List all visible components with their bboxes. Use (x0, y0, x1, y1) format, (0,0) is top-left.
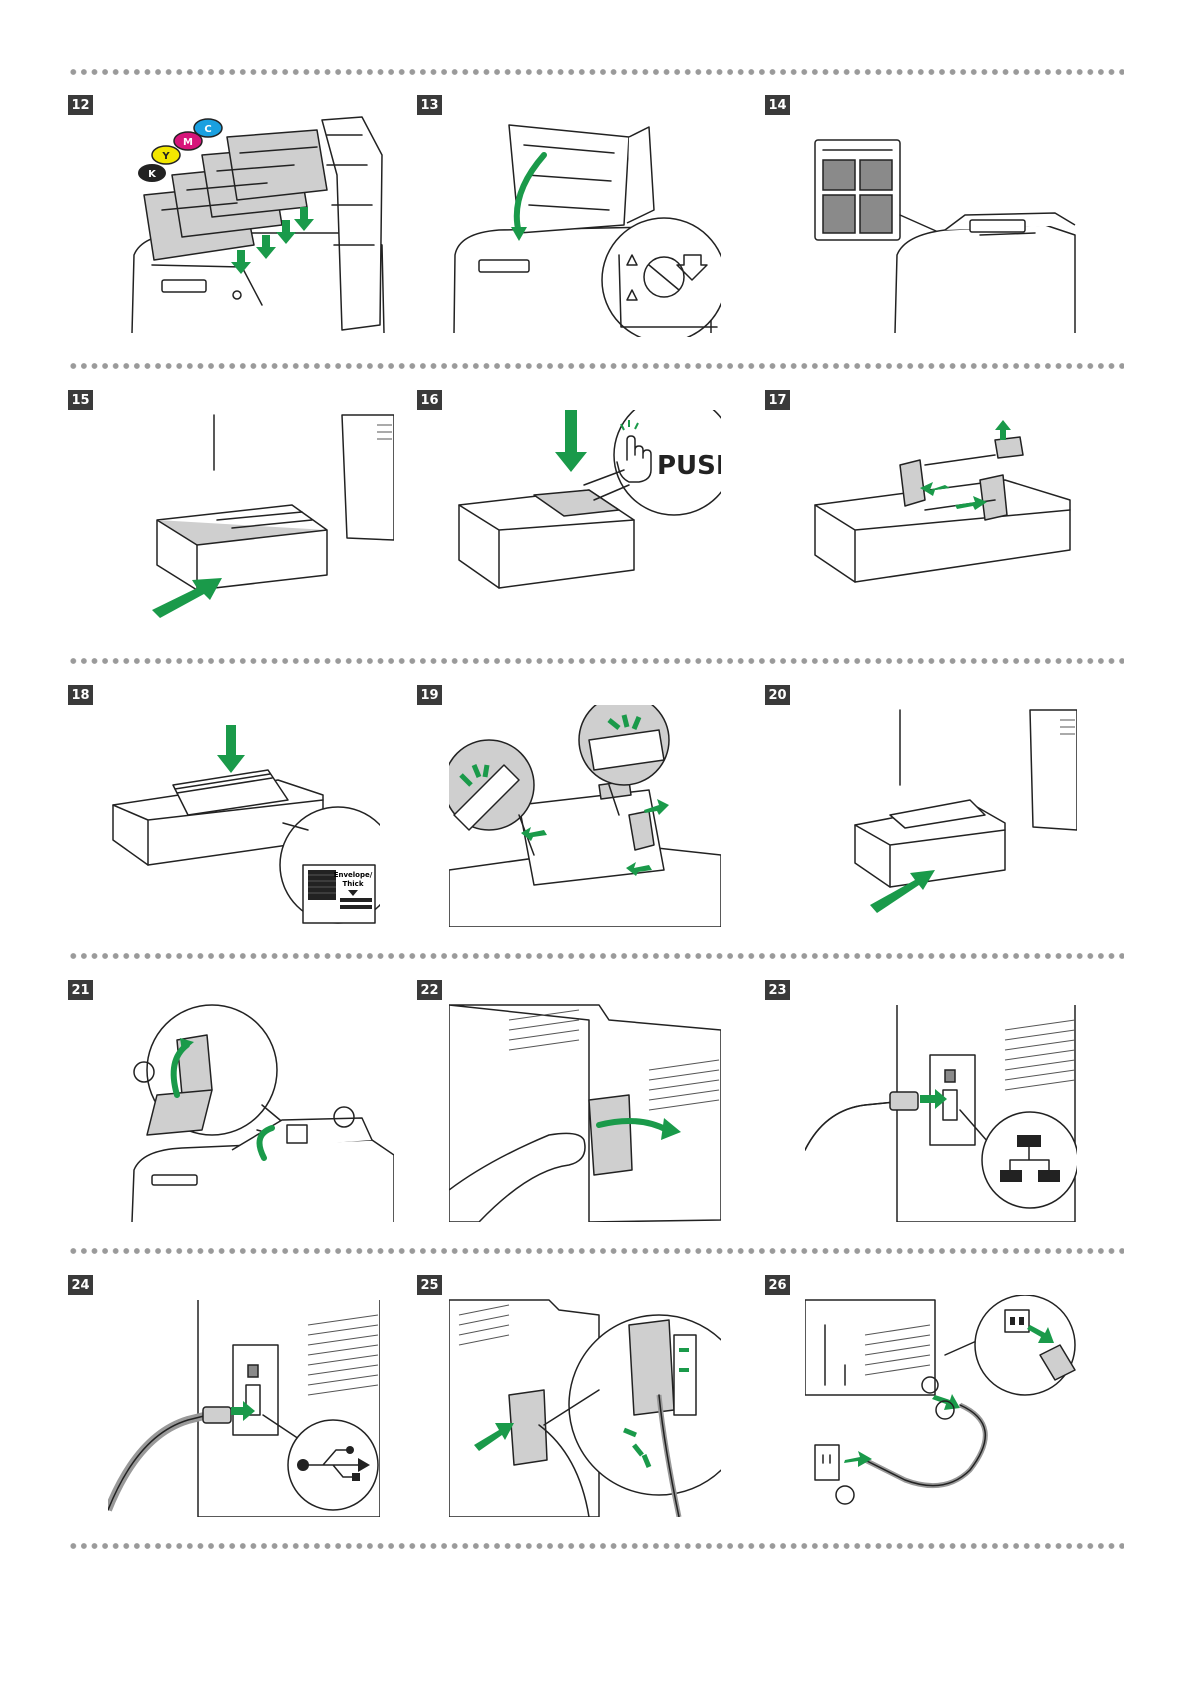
step-number: 21 (68, 980, 93, 1000)
illustration-network-cable (805, 1000, 1077, 1222)
toner-label-m: M (183, 137, 193, 148)
step-number: 23 (765, 980, 790, 1000)
dotted-separator (68, 69, 1124, 75)
step-number: 16 (417, 390, 442, 410)
tray-label-thick: Thick (343, 880, 364, 888)
step-number: 18 (68, 685, 93, 705)
illustration-push-plate: PUSH (449, 410, 721, 632)
dotted-separator (68, 953, 1124, 959)
step-number: 15 (68, 390, 93, 410)
illustration-close-cover (449, 115, 721, 337)
step-number: 25 (417, 1275, 442, 1295)
illustration-close-side-cover (449, 1295, 721, 1517)
step-number: 22 (417, 980, 442, 1000)
push-label: PUSH (657, 451, 721, 481)
step-number: 20 (765, 685, 790, 705)
step-number: 12 (68, 95, 93, 115)
step-number: 14 (765, 95, 790, 115)
illustration-adjust-guides (805, 410, 1077, 632)
step-number: 13 (417, 95, 442, 115)
illustration-output-stopper (122, 1000, 394, 1222)
step-number: 17 (765, 390, 790, 410)
illustration-usb-cable (108, 1295, 380, 1517)
step-number: 24 (68, 1275, 93, 1295)
toner-label-c: C (204, 124, 211, 135)
dotted-separator (68, 658, 1124, 664)
illustration-insert-tray (805, 705, 1077, 927)
step-number: 19 (417, 685, 442, 705)
step-number: 26 (765, 1275, 790, 1295)
dotted-separator (68, 1248, 1124, 1254)
illustration-power-cord (805, 1295, 1077, 1517)
illustration-load-paper: Envelope/ Thick (108, 705, 380, 927)
toner-label-k: K (148, 169, 157, 180)
tray-label-envelope: Envelope/ (334, 871, 373, 879)
toner-label-y: Y (161, 151, 170, 162)
illustration-align-guides (449, 705, 721, 927)
illustration-pull-tray (122, 410, 394, 632)
illustration-label-sticker (805, 115, 1077, 337)
illustration-open-side-cover (449, 1000, 721, 1222)
dotted-separator (68, 1543, 1124, 1549)
illustration-toner-install: K Y M C (122, 115, 394, 337)
dotted-separator (68, 363, 1124, 369)
